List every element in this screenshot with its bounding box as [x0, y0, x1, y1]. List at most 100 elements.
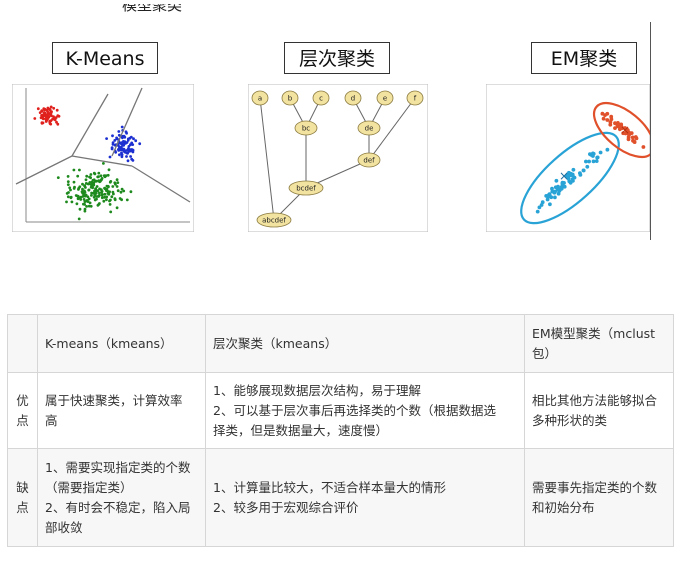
- kmeans-point: [52, 106, 56, 110]
- hier-node-label: def: [363, 157, 375, 165]
- kmeans-point: [125, 141, 129, 144]
- kmeans-point: [118, 148, 122, 152]
- kmeans-point: [54, 116, 58, 119]
- em-point: [554, 178, 559, 183]
- kmeans-point: [129, 155, 132, 158]
- kmeans-point: [73, 185, 76, 189]
- kmeans-point: [52, 117, 56, 121]
- kmeans-point: [108, 199, 111, 203]
- kmeans-point: [65, 200, 68, 204]
- dis-em: 需要事先指定类的个数 和初始分布: [524, 448, 674, 547]
- em-point: [600, 111, 605, 116]
- em-point: [595, 155, 600, 160]
- kmeans-point: [107, 185, 110, 189]
- kmeans-point: [83, 190, 87, 194]
- kmeans-point: [125, 148, 129, 152]
- em-point: [555, 188, 560, 192]
- em-scatter-image: × ×: [486, 84, 650, 232]
- kmeans-point: [97, 191, 101, 195]
- kmeans-point: [83, 207, 87, 211]
- em-point: [560, 181, 565, 186]
- kmeans-point: [120, 151, 123, 155]
- kmeans-point: [66, 183, 70, 186]
- kmeans-point: [102, 199, 106, 203]
- em-point: [550, 186, 554, 191]
- em-point: [613, 121, 617, 126]
- kmeans-point: [120, 187, 124, 191]
- kmeans-label: K-Means: [52, 42, 158, 74]
- kmeans-point: [100, 193, 104, 197]
- hier-node-b: [281, 90, 299, 106]
- partial-title: 模型聚类: [122, 4, 183, 14]
- kmeans-point: [40, 121, 44, 124]
- em-point: [591, 151, 595, 156]
- kmeans-point: [39, 116, 43, 120]
- kmeans-point: [97, 179, 101, 183]
- kmeans-point: [96, 203, 100, 207]
- hier-node-label: d: [351, 95, 355, 103]
- em-point: [585, 164, 590, 169]
- table-row-disadvantages: 缺 点 1、需要实现指定类的个数 （需要指定类） 2、有时会不稳定，陷入局 部收…: [7, 448, 674, 547]
- header-hierarchical: 层次聚类（kmeans）: [205, 314, 525, 373]
- hier-node-label: bc: [302, 125, 310, 133]
- em-point: [631, 138, 635, 143]
- em-point: [598, 150, 603, 155]
- kmeans-point: [95, 195, 99, 198]
- kmeans-point: [89, 204, 93, 208]
- adv-hierarchical: 1、能够展现数据层次结构，易于理解 2、可以基于层次事后再选择类的个数（根据数据…: [205, 372, 525, 449]
- kmeans-point: [94, 189, 98, 193]
- em-point: [559, 185, 564, 189]
- kmeans-point: [69, 188, 72, 192]
- kmeans-point: [95, 185, 99, 188]
- kmeans-point: [126, 139, 130, 142]
- kmeans-point: [122, 143, 126, 147]
- hier-node-de: [357, 120, 381, 136]
- kmeans-point: [125, 155, 128, 158]
- em-point: [625, 128, 630, 132]
- kmeans-point: [44, 113, 48, 116]
- em-point: [641, 145, 646, 149]
- kmeans-point: [103, 175, 107, 179]
- hier-node-label: abcdef: [262, 217, 286, 225]
- kmeans-point: [38, 111, 42, 114]
- kmeans-point: [94, 187, 98, 191]
- kmeans-point: [111, 141, 115, 145]
- hier-node-def: [357, 152, 381, 168]
- kmeans-point: [76, 197, 80, 201]
- kmeans-point: [49, 105, 53, 109]
- hier-node-abcdef: [256, 212, 292, 228]
- em-point: [566, 177, 571, 181]
- kmeans-point: [115, 137, 119, 141]
- em-point: [605, 147, 610, 152]
- kmeans-point: [81, 182, 84, 186]
- kmeans-point: [115, 206, 119, 210]
- kmeans-point: [100, 177, 104, 180]
- kmeans-point: [116, 181, 120, 184]
- kmeans-boundary-2: [111, 87, 143, 157]
- kmeans-point: [72, 168, 76, 172]
- kmeans-point: [107, 168, 111, 172]
- kmeans-point: [129, 149, 132, 153]
- kmeans-point: [46, 110, 49, 114]
- kmeans-point: [48, 121, 52, 124]
- kmeans-point: [42, 114, 46, 118]
- kmeans-point: [108, 203, 112, 206]
- kmeans-point: [84, 182, 88, 185]
- em-point: [571, 167, 576, 172]
- kmeans-point: [126, 151, 129, 155]
- kmeans-point: [115, 178, 119, 182]
- kmeans-point: [105, 195, 109, 199]
- kmeans-point: [93, 194, 97, 197]
- em-point: [608, 122, 613, 127]
- kmeans-point: [117, 130, 121, 133]
- kmeans-point: [105, 198, 108, 202]
- kmeans-point: [43, 107, 47, 111]
- em-point: [623, 131, 628, 136]
- kmeans-point: [100, 196, 104, 200]
- em-point: [608, 120, 613, 124]
- kmeans-point: [85, 205, 88, 208]
- kmeans-point: [72, 180, 76, 184]
- kmeans-point: [88, 181, 92, 184]
- hier-frame: [248, 84, 428, 232]
